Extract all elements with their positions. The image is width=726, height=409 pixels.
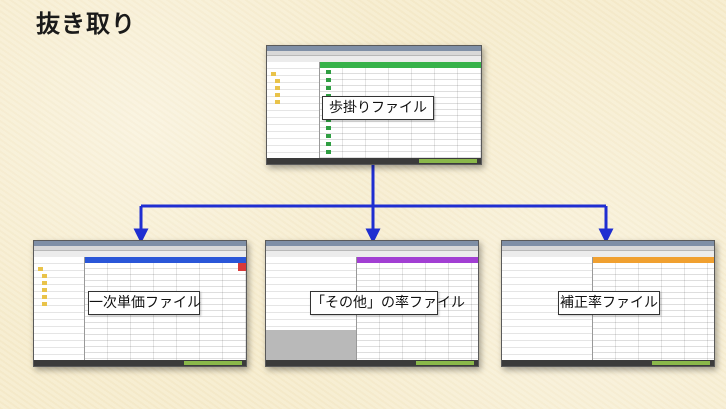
grid-header xyxy=(320,62,481,68)
grid-header xyxy=(85,257,246,263)
list-pane xyxy=(502,257,593,360)
folder-icon xyxy=(42,274,47,278)
folder-icon xyxy=(42,281,47,285)
slide-title: 抜き取り xyxy=(36,10,136,38)
window-menubar xyxy=(267,51,481,56)
label-primary-unit-price-file: 一次単価ファイル xyxy=(88,291,201,315)
window-primary-unit-price-file xyxy=(33,240,247,367)
window-menubar xyxy=(502,246,714,251)
folder-icon xyxy=(42,302,47,306)
grid-header xyxy=(357,257,478,263)
tree-pane xyxy=(34,257,85,360)
grid-header xyxy=(593,257,714,263)
tree-pane xyxy=(267,62,320,158)
folder-icon xyxy=(42,288,47,292)
label-other-rate-file: 「その他」の率ファイル xyxy=(310,291,465,315)
close-marker xyxy=(238,263,246,271)
window-statusbar xyxy=(502,360,714,366)
label-step-rate-file: 歩掛りファイル xyxy=(322,96,434,120)
window-statusbar xyxy=(34,360,246,366)
folder-icon xyxy=(275,79,280,83)
list-pane xyxy=(266,257,357,360)
window-menubar xyxy=(34,246,246,251)
window-titlebar xyxy=(266,241,478,246)
window-titlebar xyxy=(34,241,246,246)
folder-icon xyxy=(271,72,276,76)
folder-icon xyxy=(38,267,43,271)
label-correction-rate-file: 補正率ファイル xyxy=(558,291,660,315)
folder-icon xyxy=(275,93,280,97)
window-statusbar xyxy=(266,360,478,366)
window-menubar xyxy=(266,246,478,251)
window-titlebar xyxy=(502,241,714,246)
folder-icon xyxy=(275,100,280,104)
folder-icon xyxy=(42,295,47,299)
window-statusbar xyxy=(267,158,481,164)
gray-area xyxy=(266,330,356,360)
folder-icon xyxy=(275,86,280,90)
window-titlebar xyxy=(267,46,481,51)
